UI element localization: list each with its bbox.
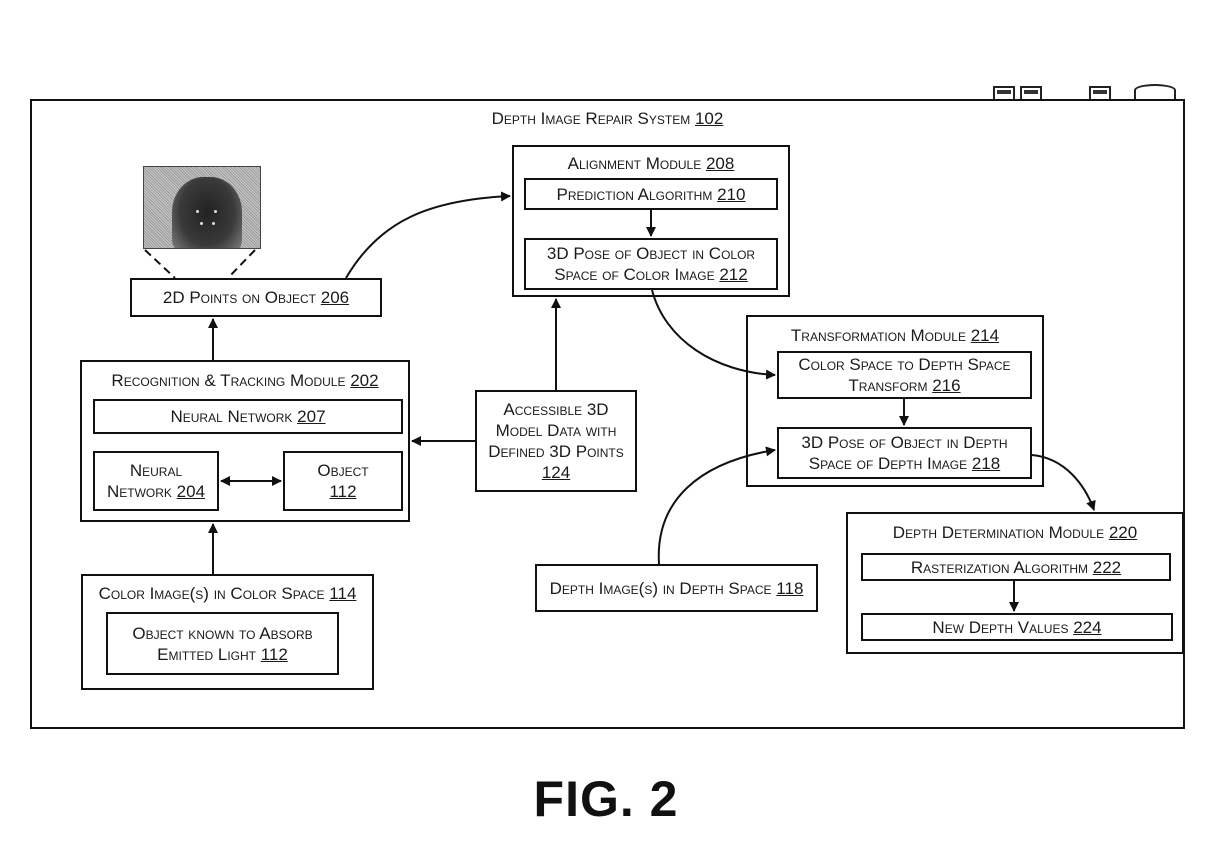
figure-label: FIG. 2 xyxy=(533,771,679,827)
pose-color-space-box: 3D Pose of Object in Color Space of Colo… xyxy=(524,238,778,290)
object-title: Object xyxy=(317,461,369,480)
model-data-line1: Accessible 3D xyxy=(503,400,609,419)
nn204-line2: Network xyxy=(106,482,172,501)
pose-depth-ref: 218 xyxy=(971,454,1001,473)
depth-images-ref: 118 xyxy=(776,578,804,598)
model-data-box: Accessible 3D Model Data with Defined 3D… xyxy=(475,390,637,492)
recognition-title-text: Recognition & Tracking Module xyxy=(111,371,346,390)
transformation-ref: 214 xyxy=(970,326,1000,345)
model-data-line2: Model Data with xyxy=(495,421,617,440)
transform-216-box: Color Space to Depth Space Transform 216 xyxy=(777,351,1032,399)
pose-depth-line1: 3D Pose of Object in Depth xyxy=(801,433,1008,452)
absorbing-object-line1: Object known to Absorb xyxy=(132,623,313,643)
nn207-ref: 207 xyxy=(297,407,326,426)
points-2d-box: 2D Points on Object 206 xyxy=(130,278,382,317)
system-title: Depth Image Repair System 102 xyxy=(30,108,1185,129)
depth-images-title: Depth Image(s) in Depth Space xyxy=(549,578,772,598)
pose-color-ref: 212 xyxy=(719,265,748,284)
face-silhouette xyxy=(172,177,242,248)
rasterization-algorithm-box: Rasterization Algorithm 222 xyxy=(861,553,1171,581)
absorbing-object-box: Object known to Absorb Emitted Light 112 xyxy=(106,612,339,675)
nn204-ref: 204 xyxy=(176,482,206,501)
pose-color-line1: 3D Pose of Object in Color xyxy=(546,244,756,263)
prediction-ref: 210 xyxy=(717,184,746,204)
nn204-line1: Neural xyxy=(129,461,183,480)
recognition-ref: 202 xyxy=(350,371,379,390)
neural-network-204-box: Neural Network 204 xyxy=(93,451,219,511)
pose-color-line2: Space of Color Image xyxy=(554,265,715,284)
keypoint xyxy=(200,222,203,225)
new-depth-title: New Depth Values xyxy=(932,617,1069,637)
object-ref: 112 xyxy=(329,482,357,501)
pose-depth-line2: Space of Depth Image xyxy=(808,454,968,473)
prediction-title: Prediction Algorithm xyxy=(556,184,713,204)
recognition-title: Recognition & Tracking Module 202 xyxy=(80,370,410,391)
pose-depth-space-box: 3D Pose of Object in Depth Space of Dept… xyxy=(777,427,1032,479)
new-depth-ref: 224 xyxy=(1073,617,1102,637)
new-depth-values-box: New Depth Values 224 xyxy=(861,613,1173,641)
points-2d-ref: 206 xyxy=(320,288,350,307)
absorbing-object-ref: 112 xyxy=(260,644,288,664)
alignment-title-text: Alignment Module xyxy=(567,154,702,173)
neural-network-207-box: Neural Network 207 xyxy=(93,399,403,434)
depth-determination-ref: 220 xyxy=(1108,523,1138,542)
model-data-ref: 124 xyxy=(541,463,571,482)
keypoint xyxy=(212,222,215,225)
depth-determination-title: Depth Determination Module 220 xyxy=(846,522,1184,543)
transform-ref: 216 xyxy=(932,376,961,395)
depth-images-box: Depth Image(s) in Depth Space 118 xyxy=(535,564,818,612)
face-thumbnail-image xyxy=(143,166,261,249)
transformation-title-text: Transformation Module xyxy=(790,326,966,345)
object-112-box: Object 112 xyxy=(283,451,403,511)
absorbing-object-line2: Emitted Light xyxy=(157,644,256,664)
prediction-algorithm-box: Prediction Algorithm 210 xyxy=(524,178,778,210)
system-ref: 102 xyxy=(694,109,724,128)
system-title-text: Depth Image Repair System xyxy=(491,109,691,128)
alignment-title: Alignment Module 208 xyxy=(512,153,790,174)
depth-determination-title-text: Depth Determination Module xyxy=(892,523,1105,542)
model-data-line3: Defined 3D Points xyxy=(488,442,624,461)
alignment-ref: 208 xyxy=(705,154,735,173)
color-images-ref: 114 xyxy=(329,584,357,603)
raster-title: Rasterization Algorithm xyxy=(910,557,1089,577)
raster-ref: 222 xyxy=(1092,557,1122,577)
transform-line2: Transform xyxy=(848,376,928,395)
color-images-title-text: Color Image(s) in Color Space xyxy=(98,584,325,603)
color-images-title: Color Image(s) in Color Space 114 xyxy=(81,583,374,604)
transform-line1: Color Space to Depth Space xyxy=(798,355,1011,374)
transformation-title: Transformation Module 214 xyxy=(746,325,1044,346)
points-2d-title: 2D Points on Object xyxy=(162,288,317,307)
nn207-title: Neural Network xyxy=(170,407,293,426)
keypoint xyxy=(214,210,217,213)
keypoint xyxy=(196,210,199,213)
